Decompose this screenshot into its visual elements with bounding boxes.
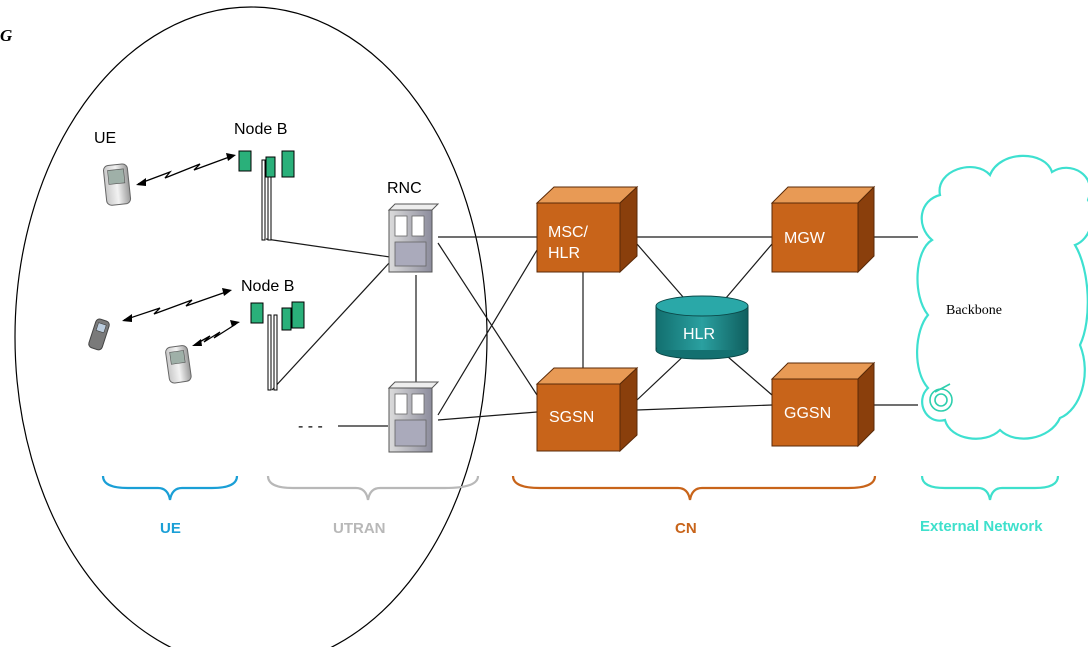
rnc-server-icon <box>387 203 440 273</box>
hlr-label: HLR <box>683 326 715 343</box>
rnc-server-icon <box>387 381 440 453</box>
cn-group-label: CN <box>675 520 697 537</box>
mgw-label: MGW <box>784 230 826 247</box>
msc-hlr-label: HLR <box>548 245 580 262</box>
phone-icon <box>102 163 132 206</box>
rnc-label: RNC <box>387 180 422 197</box>
hlr-database-icon <box>655 295 749 360</box>
corner-mark: G <box>0 26 13 45</box>
utran-group-label: UTRAN <box>333 520 386 537</box>
ggsn-box <box>770 361 876 448</box>
backbone-cloud <box>916 154 1088 440</box>
node-b-label: Node B <box>241 278 294 295</box>
cn-group-brace <box>511 475 877 501</box>
connection-lines <box>265 236 918 427</box>
antenna-tower-icon <box>250 301 305 391</box>
arrow-heads <box>122 153 240 346</box>
msc-label: MSC/ <box>548 224 589 241</box>
ggsn-label: GGSN <box>784 405 831 422</box>
mgw-box <box>770 185 876 274</box>
node-b-label: Node B <box>234 121 287 138</box>
phone-icon <box>88 318 110 351</box>
msc-hlr-box <box>535 185 639 274</box>
ue-group-label: UE <box>160 520 181 537</box>
ue-group-brace <box>101 475 239 501</box>
utran-group-brace <box>266 475 480 501</box>
radio-links <box>123 155 237 345</box>
sgsn-label: SGSN <box>549 409 594 426</box>
backbone-label: Backbone <box>946 303 1002 318</box>
sgsn-box <box>535 366 639 453</box>
external-group-brace <box>920 475 1060 501</box>
antenna-tower-icon <box>238 150 295 241</box>
access-network-ellipse <box>14 6 488 647</box>
phone-icon <box>165 345 192 384</box>
ellipsis-dashes: - - - <box>298 418 323 435</box>
ue-device-label: UE <box>94 130 116 147</box>
external-group-label: External Network <box>920 518 1043 535</box>
router-icon <box>929 383 953 412</box>
